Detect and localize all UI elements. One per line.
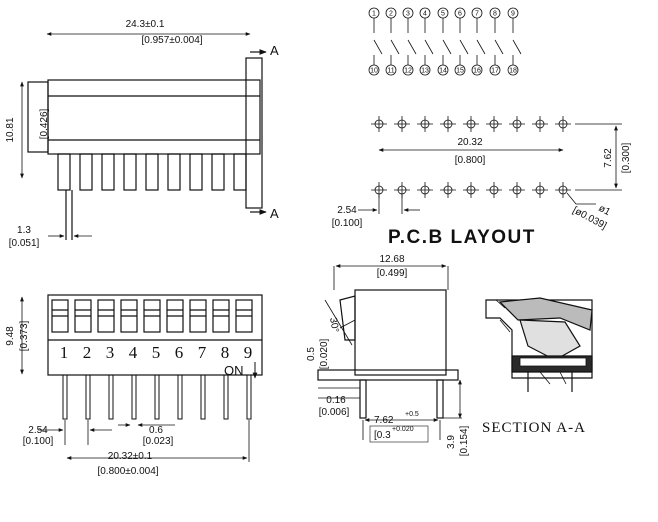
top-view-actuators [57, 153, 247, 191]
section-a-a-view [485, 297, 593, 392]
pcb-layout-title: P.C.B LAYOUT [388, 227, 536, 248]
side-leg-inch: [0.154] [459, 425, 470, 456]
circuit-diagram [368, 7, 522, 76]
svg-text:6: 6 [458, 11, 462, 18]
section-marker-bottom: A [270, 206, 279, 221]
side-thickness-inch: [0.020] [319, 338, 330, 369]
svg-text:3: 3 [106, 343, 115, 362]
pcb-span-label: 20.32 [457, 137, 482, 148]
side-leg-label: 3.9 [446, 435, 457, 449]
section-marker-top: A [270, 43, 279, 58]
pin-dimension-inch: [0.051] [9, 238, 40, 249]
circuit-bottom-labels: 10 11 12 13 14 15 16 17 18 [370, 68, 517, 75]
side-body [354, 289, 447, 376]
svg-text:10: 10 [370, 68, 378, 75]
side-lead-inch: [0.006] [319, 407, 350, 418]
pcb-top-holes [371, 116, 571, 132]
pin-dimension-label: 1.3 [17, 225, 31, 236]
pcb-layout [358, 116, 622, 214]
side-view [317, 264, 462, 440]
pcb-pitch-inch: [0.100] [332, 218, 363, 229]
height-dimension-label: 10.81 [5, 117, 16, 142]
front-pitch-inch: [0.100] [23, 436, 54, 447]
top-view: 24.3±0.1 [0.957±0.004] A A [9, 19, 279, 249]
front-pin-width-label: 0.6 [149, 425, 163, 436]
pcb-span-inch: [0.800] [455, 155, 486, 166]
svg-text:2: 2 [389, 11, 393, 18]
side-row-label: 7.62 [374, 415, 394, 426]
front-view-actuators [51, 299, 253, 333]
front-view-pins [62, 374, 252, 420]
side-row-inch-tolerance: +0.020 [392, 426, 414, 433]
svg-text:12: 12 [404, 68, 412, 75]
front-height-label: 9.48 [5, 326, 16, 346]
side-width-label: 12.68 [379, 254, 404, 265]
front-span-inch: [0.800±0.004] [97, 466, 158, 477]
pcb-row-inch: [0.300] [621, 142, 632, 173]
svg-text:8: 8 [221, 343, 230, 362]
front-span-label: 20.32±0.1 [108, 451, 153, 462]
row-dimension-box [369, 425, 429, 443]
width-dimension-label: 24.3±0.1 [126, 19, 165, 30]
svg-text:7: 7 [198, 343, 207, 362]
svg-text:13: 13 [421, 68, 429, 75]
side-width-inch: [0.499] [377, 268, 408, 279]
svg-text:9: 9 [244, 343, 253, 362]
svg-text:5: 5 [441, 11, 445, 18]
front-pitch-label: 2.54 [28, 425, 48, 436]
svg-text:5: 5 [152, 343, 161, 362]
svg-text:8: 8 [493, 11, 497, 18]
pcb-bottom-holes [371, 182, 571, 198]
svg-text:17: 17 [491, 68, 499, 75]
height-dimension-inch: [0.426] [39, 108, 50, 139]
svg-text:3: 3 [406, 11, 410, 18]
on-label: ON [224, 363, 244, 378]
section-label: SECTION A-A [482, 420, 586, 436]
front-view [20, 294, 263, 462]
front-pin-width-inch: [0.023] [143, 436, 174, 447]
pcb-pitch-label: 2.54 [337, 205, 357, 216]
side-angle-label: 30° [327, 317, 340, 334]
svg-text:2: 2 [83, 343, 92, 362]
side-row-tolerance: +0.5 [405, 411, 419, 418]
svg-text:1: 1 [60, 343, 69, 362]
width-dimension-inch: [0.957±0.004] [141, 35, 202, 46]
switch-body-top [47, 79, 261, 155]
svg-text:14: 14 [439, 68, 447, 75]
side-row-inch: [0.3 [374, 430, 391, 441]
svg-text:16: 16 [473, 68, 481, 75]
svg-text:4: 4 [423, 11, 427, 18]
svg-text:15: 15 [456, 68, 464, 75]
side-lead-label: 0.16 [326, 395, 346, 406]
svg-text:4: 4 [129, 343, 138, 362]
front-height-inch: [0.373] [19, 320, 30, 351]
front-view-numbers: 1 2 3 4 5 6 7 8 9 [60, 343, 253, 362]
svg-text:18: 18 [509, 68, 517, 75]
pcb-row-label: 7.62 [603, 148, 614, 168]
svg-text:1: 1 [372, 11, 376, 18]
svg-text:6: 6 [175, 343, 184, 362]
pcb-hole-label: ø1 [597, 203, 613, 218]
circuit-top-labels: 1 2 3 4 5 6 7 8 9 [372, 11, 515, 18]
svg-text:9: 9 [511, 11, 515, 18]
side-thickness-label: 0.5 [306, 347, 317, 361]
svg-text:7: 7 [475, 11, 479, 18]
svg-text:11: 11 [387, 68, 394, 75]
